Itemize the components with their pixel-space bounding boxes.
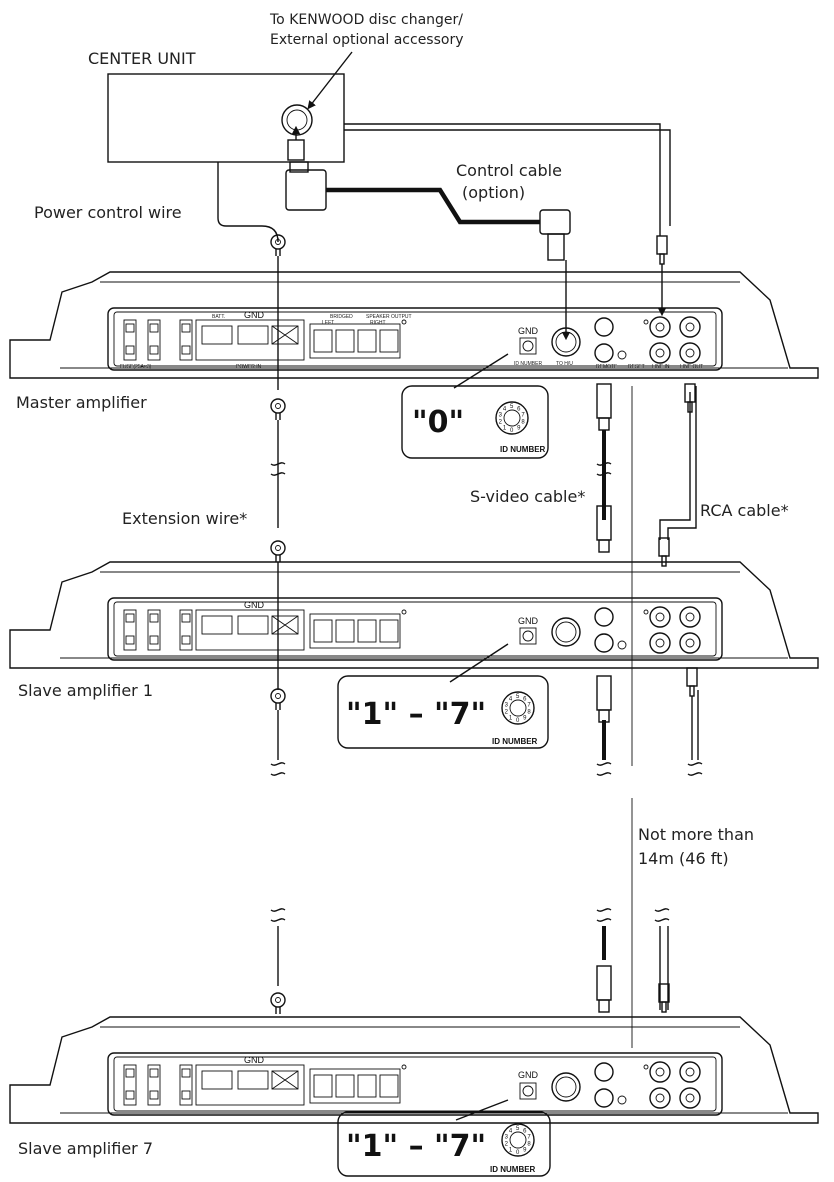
control-cable-plug-bottom: [539, 209, 571, 341]
gnd-label-slave7: GND: [244, 1055, 265, 1065]
center-unit: [107, 73, 345, 163]
dial-digit: 6: [523, 1128, 527, 1134]
line-in-label: LINE IN: [652, 364, 670, 370]
control-cable-plug-top: [285, 125, 327, 211]
dial-digit: 7: [521, 412, 525, 418]
dial-digit: 5: [516, 694, 520, 700]
s-video-plug-a: [596, 383, 612, 431]
gnd-switch-label-slave1: GND: [518, 616, 539, 626]
gnd-switch-label-slave7: GND: [518, 1070, 539, 1080]
dial-digit: 4: [509, 1128, 513, 1134]
dial-digit: 7: [527, 1134, 531, 1140]
dial-digit: 0: [516, 718, 520, 724]
dial-digit: 4: [509, 696, 513, 702]
dial-digit: 2: [499, 420, 503, 426]
control-cable: [326, 187, 540, 225]
batt-label: BATT.: [212, 314, 225, 320]
gnd-label-slave1: GND: [244, 600, 265, 610]
dial-digit: 5: [516, 1126, 520, 1132]
id-callout-slave1-caption: ID NUMBER: [492, 737, 538, 746]
dial-digit: 9: [523, 1148, 527, 1154]
accessory-label-line1: To KENWOOD disc changer/: [269, 12, 463, 28]
to-hu-label: TO H/U: [556, 361, 573, 367]
dial-digit: 0: [516, 1150, 520, 1156]
power-in-label: POWER IN: [236, 364, 262, 370]
fuse-label: FUSE(25A×3): [120, 364, 152, 370]
id-callout-slave1: [337, 675, 549, 749]
dial-digit: 6: [517, 406, 521, 412]
dial-digit: 3: [499, 412, 503, 418]
dial-digit: 6: [523, 696, 527, 702]
dial-digit: 1: [503, 426, 507, 432]
dial-digit: 7: [527, 702, 531, 708]
dial-digit: 1: [509, 716, 513, 722]
control-cable-label-line2: (option): [462, 183, 525, 202]
control-cable-label-line1: Control cable: [456, 161, 562, 180]
line-out-label: LINE OUT: [680, 364, 703, 370]
power-control-wire: [217, 162, 279, 243]
accessory-arrow: [307, 51, 353, 110]
slave-amplifier-1: [9, 561, 819, 669]
slave-amplifier-1-label: Slave amplifier 1: [18, 681, 153, 700]
rca-plug-top: [656, 235, 668, 265]
dial-digit: 8: [527, 710, 531, 716]
slave-amplifier-7: [9, 1016, 819, 1124]
dial-digit: 2: [505, 1142, 509, 1148]
distance-label-line1: Not more than: [638, 825, 754, 844]
rca-from-center-unit: [344, 123, 661, 236]
dial-digit: 9: [517, 426, 521, 432]
dial-digit: 2: [505, 710, 509, 716]
id-callout-master: [401, 385, 549, 459]
rca-cable-label: RCA cable*: [700, 501, 789, 520]
dial-digit: 3: [505, 702, 509, 708]
remote-label: REMOTE: [596, 364, 618, 370]
id-number-small-label: ID NUMBER: [514, 361, 542, 367]
master-amplifier: [9, 271, 819, 379]
id-callout-slave7-value: "1" – "7": [346, 1129, 486, 1164]
master-amplifier-label: Master amplifier: [16, 393, 147, 412]
dial-digit: 1: [509, 1148, 513, 1154]
left-label: LEFT: [322, 320, 334, 326]
power-control-wire-label: Power control wire: [34, 203, 182, 222]
gnd-label: GND: [244, 310, 265, 320]
id-callout-slave7-caption: ID NUMBER: [490, 1165, 536, 1174]
dial-digit: 0: [510, 428, 514, 434]
slave-amplifier-7-label: Slave amplifier 7: [18, 1139, 153, 1158]
id-callout-slave1-value: "1" – "7": [346, 697, 486, 732]
id-callout-master-value: "0": [412, 405, 464, 440]
gnd-switch-label: GND: [518, 326, 539, 336]
reset-label: RESET: [628, 364, 645, 370]
distance-label-line2: 14m (46 ft): [638, 849, 729, 868]
id-callout-master-caption: ID NUMBER: [500, 445, 546, 454]
extension-wire-label: Extension wire*: [122, 509, 247, 528]
id-callout-slave7: [337, 1111, 551, 1177]
center-unit-label: CENTER UNIT: [88, 49, 196, 68]
speaker-output-label: SPEAKER OUTPUT: [366, 314, 412, 320]
dial-digit: 4: [503, 406, 507, 412]
dial-digit: 8: [521, 420, 525, 426]
dial-digit: 5: [510, 404, 514, 410]
right-label: RIGHT: [370, 320, 386, 326]
dial-digit: 3: [505, 1134, 509, 1140]
dial-digit: 8: [527, 1142, 531, 1148]
dial-digit: 9: [523, 716, 527, 722]
bridged-label: BRIDGED: [330, 314, 353, 320]
accessory-label-line2: External optional accessory: [270, 32, 464, 48]
s-video-cable-label: S-video cable*: [470, 487, 585, 506]
